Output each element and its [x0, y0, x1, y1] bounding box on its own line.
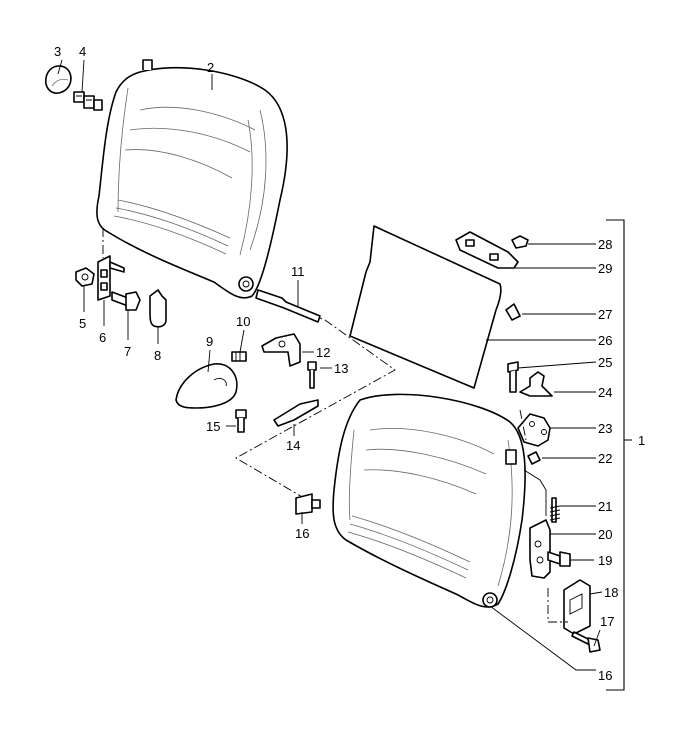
screw-28 — [511, 235, 529, 249]
callout-13: 13 — [334, 361, 348, 376]
latch-bolt — [547, 551, 571, 567]
hinge-upper — [261, 333, 301, 367]
callout-15: 15 — [206, 419, 220, 434]
trim-strip — [455, 231, 519, 269]
callout-16-left: 16 — [295, 526, 309, 541]
callout-24: 24 — [598, 385, 612, 400]
callout-2: 2 — [207, 60, 214, 75]
callout-3: 3 — [54, 44, 61, 59]
release-knob — [519, 371, 553, 397]
callout-20: 20 — [598, 527, 612, 542]
upper-seat-back-cushion — [96, 59, 288, 299]
callout-10: 10 — [236, 314, 250, 329]
pivot-rod — [255, 289, 321, 323]
latch-mechanism — [529, 519, 551, 579]
spring — [549, 497, 561, 523]
callout-28: 28 — [598, 237, 612, 252]
callout-1: 1 — [638, 433, 645, 448]
screw-10 — [231, 351, 247, 362]
callout-14: 14 — [286, 438, 300, 453]
callout-23: 23 — [598, 421, 612, 436]
callout-7: 7 — [124, 344, 131, 359]
callout-17: 17 — [600, 614, 614, 629]
striker-plate — [563, 579, 591, 635]
callout-18: 18 — [604, 585, 618, 600]
callout-25: 25 — [598, 355, 612, 370]
pivot-bolt — [295, 493, 321, 515]
leader-lines — [57, 59, 603, 671]
callout-11: 11 — [291, 264, 305, 279]
callout-29: 29 — [598, 261, 612, 276]
callout-22: 22 — [598, 451, 612, 466]
callout-21: 21 — [598, 499, 612, 514]
callout-8: 8 — [154, 348, 161, 363]
hinge-bracket — [97, 255, 125, 301]
hinge-plate — [273, 399, 319, 427]
lower-seat-back-cushion — [332, 393, 526, 608]
screw-25 — [507, 361, 519, 393]
screw-13 — [307, 361, 317, 389]
callout-26: 26 — [598, 333, 612, 348]
side-trim-cover — [175, 363, 238, 409]
callout-4: 4 — [79, 44, 86, 59]
callout-6: 6 — [99, 330, 106, 345]
headrest-guide — [73, 91, 103, 111]
callout-9: 9 — [206, 334, 213, 349]
small-clip — [527, 451, 541, 465]
back-panel — [349, 225, 502, 389]
headrest-knob — [45, 65, 72, 94]
assembly-bracket — [606, 219, 632, 691]
hinge-cover — [149, 289, 167, 328]
hinge-bolt — [111, 291, 141, 311]
catch-plate — [517, 413, 551, 447]
screw-15 — [235, 409, 247, 433]
callout-19: 19 — [598, 553, 612, 568]
nut — [75, 267, 95, 287]
clip — [505, 303, 521, 321]
callout-5: 5 — [79, 316, 86, 331]
callout-27: 27 — [598, 307, 612, 322]
callout-12: 12 — [316, 345, 330, 360]
screw-17 — [571, 631, 601, 653]
callout-labels: 1 2 3 4 5 6 7 8 9 10 11 12 13 14 15 16 1… — [54, 44, 645, 683]
callout-16-right: 16 — [598, 668, 612, 683]
